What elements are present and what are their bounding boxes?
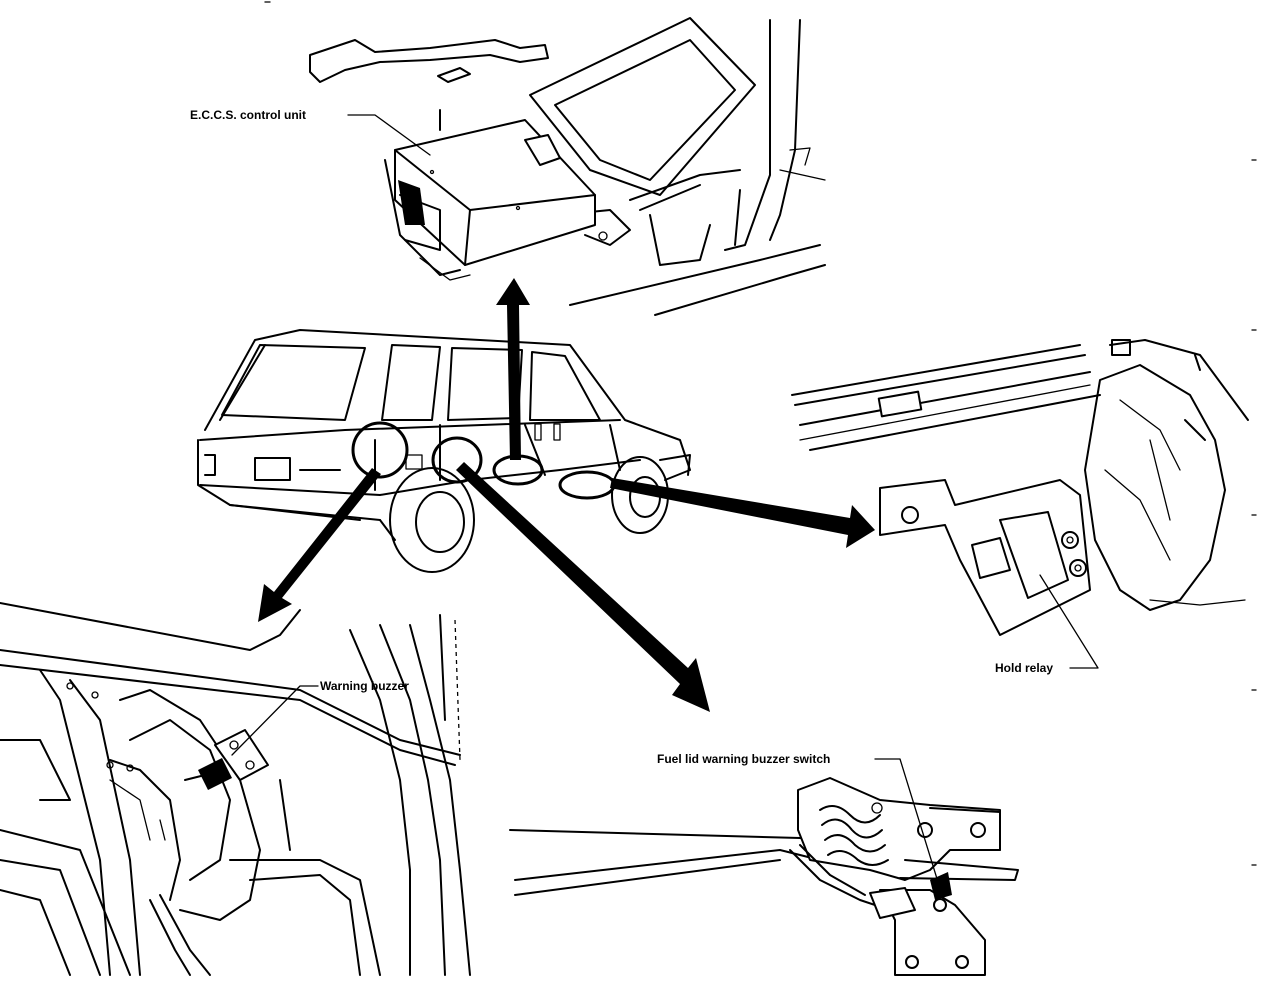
margin-ticks [264,1,1257,866]
hold-relay-label: Hold relay [995,661,1053,675]
pointer-arrows [258,278,875,712]
vehicle-outline [197,329,691,573]
fuel-lid-switch-label: Fuel lid warning buzzer switch [657,752,830,766]
hold-relay-detail-view: Hold relay [791,339,1249,675]
fuel-lid-switch-detail-view: Fuel lid warning buzzer switch [509,752,1019,976]
warning-buzzer-label: Warning buzzer [320,679,409,693]
eccs-detail-view: E.C.C.S. control unit [190,17,826,316]
eccs-control-unit-label: E.C.C.S. control unit [190,108,306,122]
warning-buzzer-detail-view: Warning buzzer [0,602,471,976]
